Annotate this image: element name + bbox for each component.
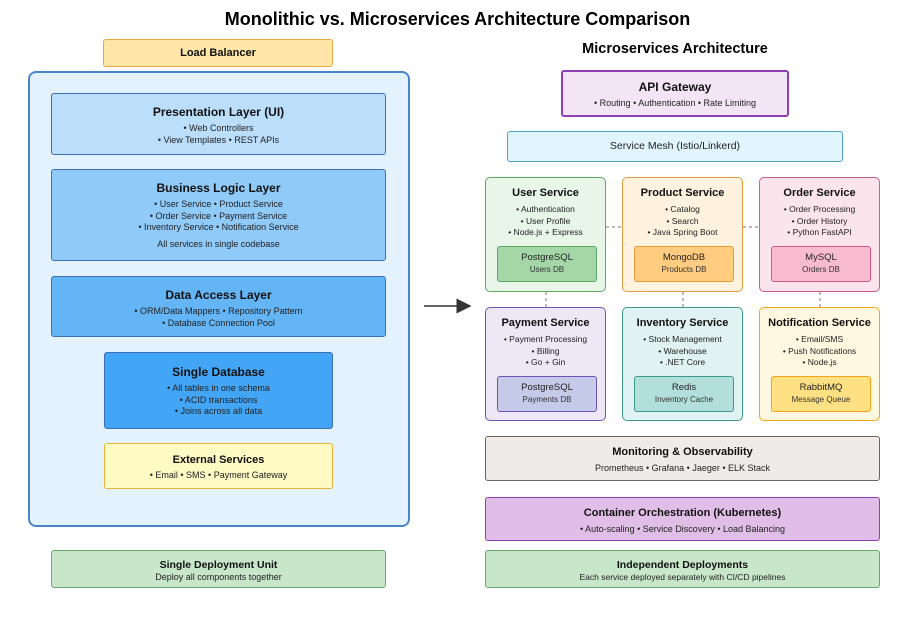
external-line: • Email • SMS • Payment Gateway	[149, 470, 288, 480]
single-database-title: Single Database	[172, 365, 265, 379]
notification-service: Notification Service • Email/SMS • Push …	[759, 307, 880, 421]
api-gateway-title: API Gateway	[638, 80, 712, 94]
single-deployment-subtitle: Deploy all components together	[155, 572, 282, 582]
monitoring-observability: Monitoring & Observability Prometheus • …	[485, 436, 880, 481]
order-service-line: • Python FastAPI	[787, 227, 852, 237]
inventory-service-line: • Stock Management	[643, 334, 722, 344]
payment-service: Payment Service • Payment Processing • B…	[485, 307, 606, 421]
monitoring-title: Monitoring & Observability	[612, 446, 753, 458]
database-purpose: Inventory Cache	[654, 395, 714, 404]
orchestration-title: Container Orchestration (Kubernetes)	[583, 507, 782, 519]
order-service-line: • Order Processing	[783, 204, 856, 214]
microservices-title: Microservices Architecture	[582, 41, 768, 57]
product-service-title: Product Service	[640, 187, 725, 199]
product-service: Product Service • Catalog • Search • Jav…	[622, 177, 743, 292]
payment-service-line: • Billing	[531, 345, 560, 356]
database-name: RabbitMQ	[799, 382, 843, 393]
database-purpose: Message Queue	[791, 395, 851, 404]
product-service-line: • Java Spring Boot	[647, 227, 718, 237]
database-name: MySQL	[805, 252, 837, 263]
user-service: User Service • Authentication • User Pro…	[485, 177, 606, 292]
independent-deployments: Independent Deployments Each service dep…	[485, 550, 880, 588]
data-access-layer: Data Access Layer • ORM/Data Mappers • R…	[51, 276, 386, 337]
service-connections	[545, 226, 821, 307]
notification-service-line: • Node.js	[802, 357, 837, 367]
business-logic-layer: Business Logic Layer • User Service • Pr…	[51, 169, 386, 261]
payment-service-line: • Payment Processing	[503, 334, 588, 344]
database-line: • ACID transactions	[179, 394, 258, 405]
business-note: All services in single codebase	[157, 238, 280, 249]
payment-service-database: PostgreSQL Payments DB	[497, 376, 597, 412]
presentation-line: • Web Controllers	[183, 123, 254, 133]
independent-deployments-line: Each service deployed separately with CI…	[579, 572, 786, 582]
database-name: MongoDB	[662, 252, 706, 263]
business-line: • User Service • Product Service	[154, 199, 283, 209]
notification-service-line: • Push Notifications	[782, 345, 857, 356]
database-name: Redis	[671, 382, 697, 393]
inventory-service: Inventory Service • Stock Management • W…	[622, 307, 743, 421]
single-database: Single Database • All tables in one sche…	[104, 352, 333, 429]
database-name: PostgreSQL	[521, 252, 573, 263]
database-line: • All tables in one schema	[167, 383, 270, 393]
database-purpose: Orders DB	[802, 265, 840, 274]
business-line: • Inventory Service • Notification Servi…	[138, 222, 299, 232]
external-services: External Services • Email • SMS • Paymen…	[104, 443, 333, 489]
product-service-database: MongoDB Products DB	[634, 246, 734, 282]
order-service-line: • Order History	[791, 215, 848, 226]
user-service-line: • Node.js + Express	[508, 227, 583, 237]
single-deployment-unit: Single Deployment Unit Deploy all compon…	[51, 550, 386, 588]
order-service-title: Order Service	[783, 187, 856, 199]
inventory-service-title: Inventory Service	[636, 317, 729, 329]
payment-service-line: • Go + Gin	[525, 357, 566, 367]
user-service-database: PostgreSQL Users DB	[497, 246, 597, 282]
database-name: PostgreSQL	[521, 382, 573, 393]
business-line: • Order Service • Payment Service	[149, 210, 288, 221]
service-mesh: Service Mesh (Istio/Linkerd)	[507, 131, 843, 162]
service-mesh-label: Service Mesh (Istio/Linkerd)	[609, 140, 741, 152]
database-purpose: Products DB	[661, 265, 707, 274]
independent-deployments-title: Independent Deployments	[616, 559, 749, 571]
database-purpose: Users DB	[529, 265, 565, 274]
data-access-line: • Database Connection Pool	[162, 317, 275, 328]
data-access-title: Data Access Layer	[165, 288, 272, 302]
container-orchestration: Container Orchestration (Kubernetes) • A…	[485, 497, 880, 541]
database-line: • Joins across all data	[174, 406, 263, 416]
order-service: Order Service • Order Processing • Order…	[759, 177, 880, 292]
product-service-line: • Catalog	[665, 204, 700, 214]
external-services-title: External Services	[172, 454, 265, 466]
orchestration-line: • Auto-scaling • Service Discovery • Loa…	[579, 524, 786, 534]
notification-service-line: • Email/SMS	[795, 334, 844, 344]
presentation-line: • View Templates • REST APIs	[157, 134, 280, 145]
api-gateway: API Gateway • Routing • Authentication •…	[561, 70, 789, 117]
single-deployment-title: Single Deployment Unit	[159, 559, 278, 571]
presentation-layer-title: Presentation Layer (UI)	[152, 105, 285, 119]
data-access-line: • ORM/Data Mappers • Repository Pattern	[134, 306, 303, 316]
inventory-service-database: Redis Inventory Cache	[634, 376, 734, 412]
load-balancer: Load Balancer	[103, 39, 333, 67]
user-service-title: User Service	[512, 187, 579, 199]
presentation-layer: Presentation Layer (UI) • Web Controller…	[51, 93, 386, 155]
order-service-database: MySQL Orders DB	[771, 246, 871, 282]
notification-service-database: RabbitMQ Message Queue	[771, 376, 871, 412]
payment-service-title: Payment Service	[501, 317, 590, 329]
database-purpose: Payments DB	[522, 395, 572, 404]
product-service-line: • Search	[666, 215, 699, 226]
business-layer-title: Business Logic Layer	[156, 181, 281, 195]
user-service-line: • User Profile	[520, 215, 571, 226]
notification-service-title: Notification Service	[768, 317, 871, 329]
diagram-title: Monolithic vs. Microservices Architectur…	[224, 9, 691, 29]
inventory-service-line: • Warehouse	[658, 345, 707, 356]
api-gateway-line: • Routing • Authentication • Rate Limiti…	[593, 98, 757, 108]
inventory-service-line: • .NET Core	[659, 357, 706, 367]
user-service-line: • Authentication	[516, 204, 575, 214]
monitoring-line: Prometheus • Grafana • Jaeger • ELK Stac…	[594, 463, 771, 473]
